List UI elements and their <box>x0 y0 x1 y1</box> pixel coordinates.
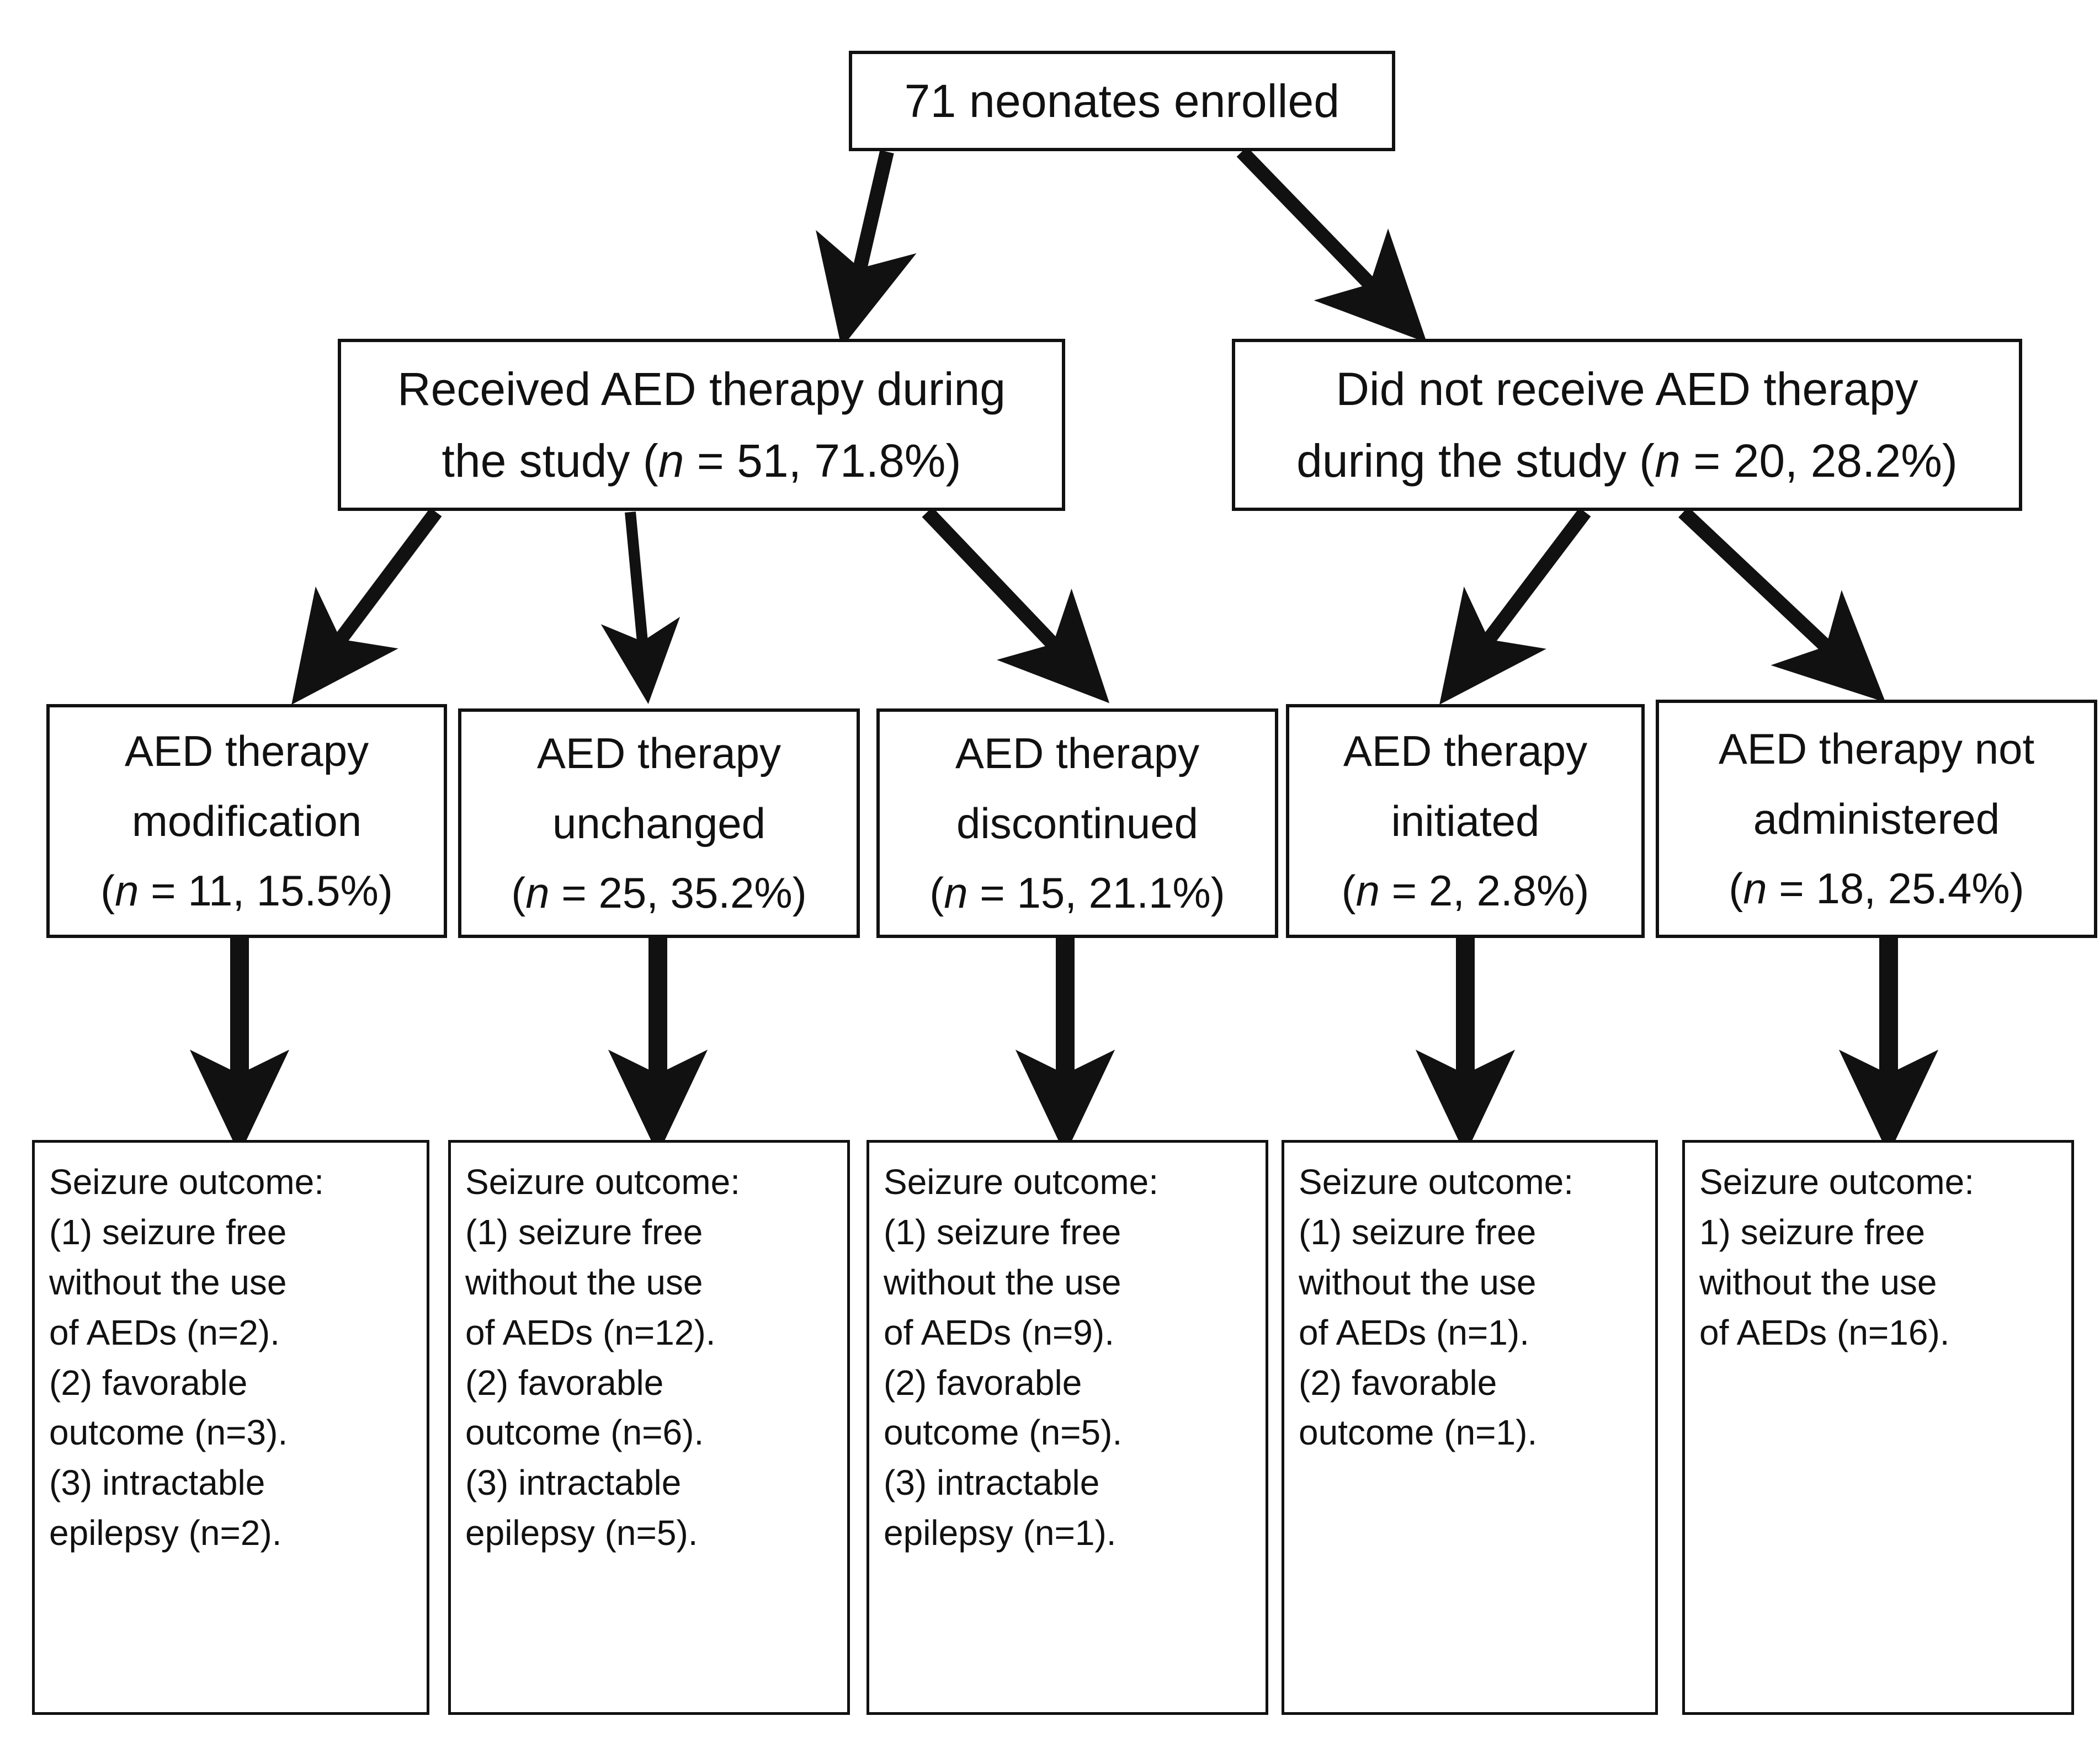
outcome-line: outcome (n=5). <box>884 1413 1123 1453</box>
node-aed-discontinued-line2: discontinued <box>956 798 1198 848</box>
outcome-line: Seizure outcome: <box>49 1162 325 1202</box>
edge-received-to-discontinued <box>922 507 1110 704</box>
node-aed-discontinued-line1: AED therapy <box>955 729 1200 778</box>
outcome-line: without the use <box>884 1262 1121 1302</box>
outcome-line: outcome (n=1). <box>1299 1413 1538 1453</box>
node-aed-modification-line3-post: = 11, 15.5%) <box>139 866 393 915</box>
node-aed-modification-line2: modification <box>131 796 362 845</box>
outcome-line: Seizure outcome: <box>1699 1162 1975 1202</box>
node-aed-not-administered-line3: (n = 18, 25.4%) <box>1729 854 2024 923</box>
outcome-line: of AEDs (n=2). <box>49 1312 280 1352</box>
outcome-line: Seizure outcome: <box>465 1162 741 1202</box>
node-outcome-not-administered[interactable]: Seizure outcome: 1) seizure free without… <box>1682 1140 2074 1715</box>
edge-not-received-to-not-administered <box>1678 507 1886 702</box>
edge-received-to-unchanged <box>600 511 680 704</box>
node-aed-initiated-line2: initiated <box>1391 796 1540 845</box>
node-aed-discontinued-line3-post: = 15, 21.1%) <box>967 868 1225 918</box>
node-not-received-aed[interactable]: Did not receive AED therapy during the s… <box>1232 339 2022 511</box>
node-aed-initiated[interactable]: AED therapy initiated (n = 2, 2.8%) <box>1286 704 1645 938</box>
outcome-line: outcome (n=3). <box>49 1413 288 1453</box>
outcome-line: without the use <box>465 1262 703 1302</box>
node-received-aed[interactable]: Received AED therapy during the study (n… <box>338 339 1065 511</box>
node-outcome-modification[interactable]: Seizure outcome: (1) seizure free withou… <box>32 1140 429 1715</box>
outcome-line: epilepsy (n=1). <box>884 1513 1117 1553</box>
node-aed-discontinued-n-symbol: n <box>944 868 968 918</box>
outcome-line: of AEDs (n=1). <box>1299 1312 1529 1352</box>
outcome-line: (3) intractable <box>49 1463 265 1503</box>
node-aed-modification-n-symbol: n <box>115 866 139 915</box>
node-aed-unchanged-line2: unchanged <box>552 798 766 848</box>
node-root-label: 71 neonates enrolled <box>904 74 1340 127</box>
node-not-received-aed-line2: during the study (n = 20, 28.2%) <box>1296 425 1958 497</box>
node-aed-not-administered-line2: administered <box>1753 794 2000 843</box>
outcome-line: (1) seizure free <box>465 1212 703 1252</box>
node-aed-unchanged-n-symbol: n <box>525 868 550 918</box>
node-received-aed-line2-post: = 51, 71.8%) <box>684 435 961 487</box>
node-aed-modification-line3: (n = 11, 15.5%) <box>100 856 393 925</box>
node-aed-not-administered-line3-post: = 18, 25.4%) <box>1767 864 2024 913</box>
node-not-received-aed-line2-pre: during the study ( <box>1296 435 1655 487</box>
node-aed-initiated-line3-post: = 2, 2.8%) <box>1380 866 1589 915</box>
outcome-line: without the use <box>49 1262 287 1302</box>
node-received-aed-n-symbol: n <box>658 435 684 487</box>
node-aed-not-administered-n-symbol: n <box>1743 864 1767 913</box>
node-outcome-unchanged[interactable]: Seizure outcome: (1) seizure free withou… <box>448 1140 850 1715</box>
node-aed-unchanged[interactable]: AED therapy unchanged (n = 25, 35.2%) <box>458 708 860 938</box>
node-aed-not-administered-line3-pre: ( <box>1729 864 1743 913</box>
node-aed-modification-line3-pre: ( <box>100 866 115 915</box>
outcome-line: (3) intractable <box>465 1463 682 1503</box>
outcome-line: of AEDs (n=16). <box>1699 1312 1950 1352</box>
outcome-line: of AEDs (n=9). <box>884 1312 1114 1352</box>
node-outcome-initiated[interactable]: Seizure outcome: (1) seizure free withou… <box>1282 1140 1658 1715</box>
outcome-line: Seizure outcome: <box>1299 1162 1574 1202</box>
outcome-line: epilepsy (n=5). <box>465 1513 698 1553</box>
node-aed-initiated-line3-pre: ( <box>1341 866 1356 915</box>
outcome-line: (2) favorable <box>1299 1362 1497 1403</box>
node-received-aed-line2: the study (n = 51, 71.8%) <box>442 425 961 497</box>
edge-not-received-to-initiated <box>1439 508 1591 705</box>
outcome-line: (1) seizure free <box>49 1212 287 1252</box>
node-not-received-aed-n-symbol: n <box>1655 435 1681 487</box>
node-aed-unchanged-line3-post: = 25, 35.2%) <box>549 868 807 918</box>
outcome-line: of AEDs (n=12). <box>465 1312 716 1352</box>
node-not-received-aed-line2-post: = 20, 28.2%) <box>1680 435 1958 487</box>
outcome-line: epilepsy (n=2). <box>49 1513 282 1553</box>
outcome-line: Seizure outcome: <box>884 1162 1159 1202</box>
node-aed-initiated-line3: (n = 2, 2.8%) <box>1342 856 1589 925</box>
edge-received-to-modification <box>291 508 442 705</box>
node-aed-initiated-line1: AED therapy <box>1343 727 1588 776</box>
outcome-line: 1) seizure free <box>1699 1212 1926 1252</box>
outcome-line: outcome (n=6). <box>465 1413 704 1453</box>
node-aed-not-administered-line1: AED therapy not <box>1718 724 2035 774</box>
edge-root-to-received <box>816 150 917 348</box>
node-aed-discontinued-line3-pre: ( <box>929 868 944 918</box>
outcome-line: without the use <box>1699 1262 1937 1302</box>
outcome-line: (1) seizure free <box>1299 1212 1537 1252</box>
node-aed-unchanged-line3: (n = 25, 35.2%) <box>511 858 807 928</box>
node-not-received-aed-line1: Did not receive AED therapy <box>1336 363 1918 415</box>
node-outcome-discontinued[interactable]: Seizure outcome: (1) seizure free withou… <box>866 1140 1268 1715</box>
edge-root-to-not-received <box>1236 146 1427 343</box>
node-aed-unchanged-line3-pre: ( <box>511 868 526 918</box>
outcome-line: (2) favorable <box>884 1362 1082 1403</box>
outcome-line: (2) favorable <box>465 1362 664 1403</box>
node-aed-not-administered[interactable]: AED therapy not administered (n = 18, 25… <box>1656 700 2097 938</box>
node-aed-discontinued-line3: (n = 15, 21.1%) <box>929 858 1225 928</box>
outcome-line: without the use <box>1299 1262 1537 1302</box>
node-aed-modification-line1: AED therapy <box>124 727 369 776</box>
node-aed-modification[interactable]: AED therapy modification (n = 11, 15.5%) <box>46 704 447 938</box>
node-aed-unchanged-line1: AED therapy <box>536 729 781 778</box>
outcome-line: (1) seizure free <box>884 1212 1121 1252</box>
node-received-aed-line2-pre: the study ( <box>442 435 658 487</box>
node-received-aed-line1: Received AED therapy during <box>397 363 1006 415</box>
node-root[interactable]: 71 neonates enrolled <box>849 51 1395 151</box>
outcome-line: (3) intractable <box>884 1463 1100 1503</box>
node-aed-discontinued[interactable]: AED therapy discontinued (n = 15, 21.1%) <box>876 708 1278 938</box>
node-aed-initiated-n-symbol: n <box>1355 866 1380 915</box>
outcome-line: (2) favorable <box>49 1362 248 1403</box>
